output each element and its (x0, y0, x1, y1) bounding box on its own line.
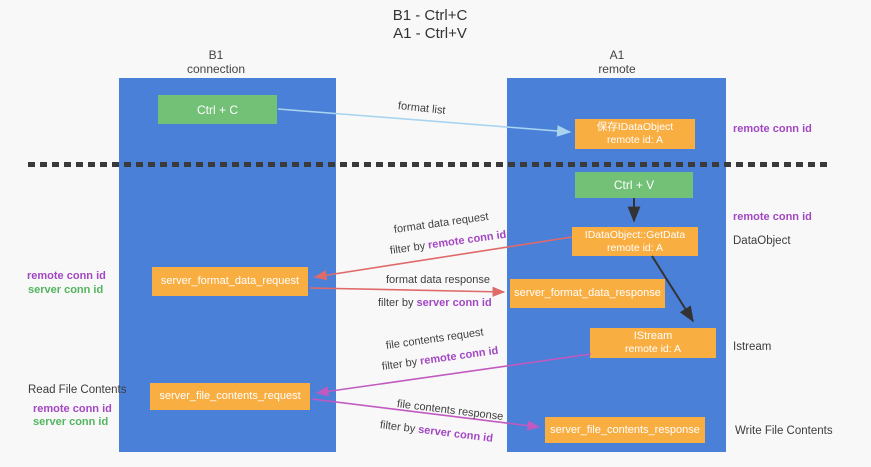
node-getdata-line1: IDataObject::GetData (584, 228, 686, 241)
label-filter-by-text: filter by (381, 355, 421, 373)
node-save-idataobject-line2: remote id: A (606, 134, 664, 146)
lane-header-a1: A1 remote (567, 48, 667, 76)
side-label-remote-conn-id-mid: remote conn id (733, 211, 812, 223)
node-save-idataobject-line1: 保存IDataObject (596, 121, 674, 133)
side-label-write-file-contents: Write File Contents (735, 425, 833, 437)
node-server-format-data-request-label: server_format_data_request (160, 275, 300, 287)
node-save-idataobject: 保存IDataObject remote id: A (575, 119, 695, 149)
lane-a1-sub: remote (598, 62, 636, 76)
label-remote-conn-id-text: remote conn id (419, 344, 500, 368)
node-server-format-data-response-label: server_format_data_response (514, 287, 661, 299)
node-getdata-line2: remote id: A (606, 241, 664, 254)
label-filter-by-text: filter by (389, 239, 429, 257)
lane-header-b1: B1 connection (166, 48, 266, 76)
label-file-contents-response: file contents response (396, 398, 504, 423)
side-label-istream: Istream (733, 341, 772, 353)
node-server-format-data-response: server_format_data_response (510, 279, 665, 308)
label-filter-by-text: filter by (379, 419, 419, 436)
label-server-conn-id-text: server conn id (416, 297, 492, 309)
node-istream-line1: IStream (633, 330, 673, 342)
label-filter-by-server-conn-id-2: filter by server conn id (379, 419, 493, 445)
lane-b1-name: B1 (208, 48, 224, 62)
side-label-left-server-conn-id-2: server conn id (33, 416, 109, 428)
node-ctrl-v-label: Ctrl + V (613, 178, 655, 192)
label-format-list: format list (397, 100, 447, 117)
node-server-file-contents-response-label: server_file_contents_response (550, 423, 700, 436)
label-server-conn-id-text: server conn id (417, 423, 494, 445)
label-remote-conn-id-text: remote conn id (427, 228, 508, 252)
node-server-file-contents-response: server_file_contents_response (545, 417, 705, 443)
lane-a1-name: A1 (609, 48, 625, 62)
diagram-title: B1 - Ctrl+C A1 - Ctrl+V (350, 7, 510, 43)
label-filter-by-text: filter by (378, 297, 417, 309)
lane-b1-sub: connection (186, 62, 246, 76)
title-line-2: A1 - Ctrl+V (393, 25, 467, 42)
node-idataobject-getdata: IDataObject::GetData remote id: A (572, 227, 698, 256)
node-istream: IStream remote id: A (590, 328, 716, 358)
side-label-left-remote-conn-id-2: remote conn id (33, 403, 112, 415)
arrow-format-data-response (309, 286, 506, 297)
node-server-file-contents-request-label: server_file_contents_request (159, 390, 301, 402)
dashed-separator-line (28, 162, 832, 167)
title-line-1: B1 - Ctrl+C (392, 7, 468, 24)
node-ctrl-c-label: Ctrl + C (196, 102, 238, 117)
node-server-file-contents-request: server_file_contents_request (150, 383, 310, 410)
node-ctrl-v: Ctrl + V (575, 172, 693, 198)
node-server-format-data-request: server_format_data_request (152, 267, 308, 296)
side-label-remote-conn-id-top: remote conn id (733, 123, 812, 135)
side-label-dataobject: DataObject (733, 235, 791, 247)
node-ctrl-c: Ctrl + C (158, 95, 277, 124)
label-format-data-response: format data response (386, 274, 490, 286)
side-label-left-server-conn-id-1: server conn id (28, 284, 104, 296)
node-istream-line2: remote id: A (624, 343, 682, 355)
side-label-left-remote-conn-id-1: remote conn id (27, 270, 106, 282)
side-label-read-file-contents: Read File Contents (28, 384, 127, 396)
label-filter-by-server-conn-id-1: filter by server conn id (378, 297, 492, 309)
